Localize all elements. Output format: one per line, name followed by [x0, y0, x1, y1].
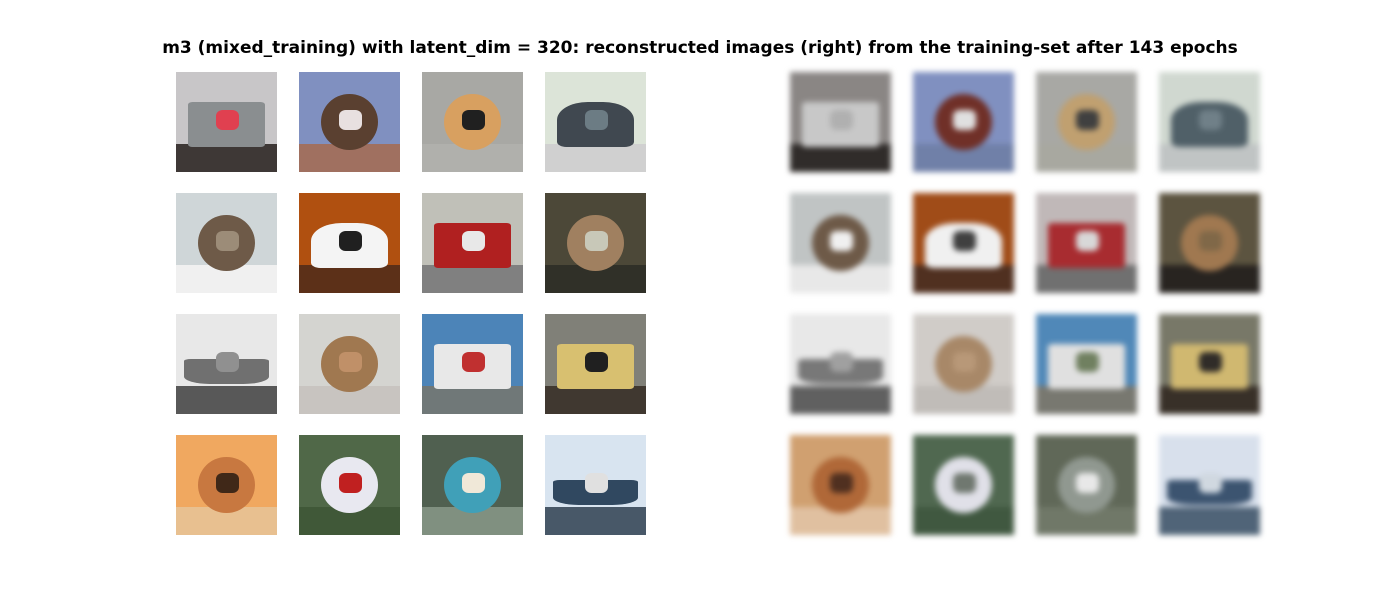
image-detail: [339, 352, 362, 372]
image-detail: [339, 473, 362, 493]
reconstructed-image-bird: [913, 435, 1014, 535]
image-detail: [830, 352, 853, 372]
image-ground: [1159, 144, 1260, 172]
reconstructed-image-cat: [790, 435, 891, 535]
reconstructed-image-truck: [790, 72, 891, 172]
image-detail: [339, 231, 362, 251]
reconstructed-image-bird: [1036, 72, 1137, 172]
original-image-bird: [422, 435, 523, 535]
reconstructed-image-truck: [1159, 314, 1260, 414]
reconstructed-image-cat: [790, 193, 891, 293]
reconstructed-image-bird: [1159, 193, 1260, 293]
image-ground: [1159, 507, 1260, 535]
reconstructed-image-ship: [1159, 435, 1260, 535]
image-ground: [545, 386, 646, 414]
reconstructed-image-bird: [1036, 435, 1137, 535]
image-detail: [585, 352, 608, 372]
original-image-ship: [176, 314, 277, 414]
image-ground: [790, 386, 891, 414]
reconstructed-images-grid: [790, 72, 1260, 535]
original-image-truck: [422, 193, 523, 293]
image-detail: [216, 352, 239, 372]
original-image-truck: [545, 314, 646, 414]
image-ground: [422, 265, 523, 293]
original-images-grid: [176, 72, 646, 535]
image-detail: [585, 231, 608, 251]
reconstructed-image-deer: [913, 72, 1014, 172]
image-ground: [545, 507, 646, 535]
image-ground: [1036, 386, 1137, 414]
image-detail: [830, 231, 853, 251]
reconstructed-image-truck: [1036, 314, 1137, 414]
image-detail: [953, 231, 976, 251]
original-image-bird: [545, 193, 646, 293]
image-ground: [176, 144, 277, 172]
original-image-cat: [176, 193, 277, 293]
image-detail: [462, 473, 485, 493]
image-detail: [462, 231, 485, 251]
image-detail: [1076, 473, 1099, 493]
image-ground: [422, 386, 523, 414]
original-image-bird: [422, 72, 523, 172]
original-image-bird: [299, 435, 400, 535]
image-detail: [830, 110, 853, 130]
image-detail: [1076, 110, 1099, 130]
image-ground: [1159, 386, 1260, 414]
original-image-car: [545, 72, 646, 172]
image-detail: [1076, 352, 1099, 372]
reconstructed-image-car: [913, 193, 1014, 293]
image-ground: [790, 144, 891, 172]
reconstructed-image-ship: [790, 314, 891, 414]
image-detail: [462, 352, 485, 372]
original-image-truck: [176, 72, 277, 172]
reconstructed-image-truck: [1036, 193, 1137, 293]
image-detail: [953, 473, 976, 493]
image-detail: [1199, 231, 1222, 251]
image-ground: [545, 144, 646, 172]
image-detail: [953, 110, 976, 130]
image-detail: [830, 473, 853, 493]
original-image-cat: [176, 435, 277, 535]
original-image-car: [299, 193, 400, 293]
image-ground: [299, 265, 400, 293]
image-ground: [913, 265, 1014, 293]
image-ground: [176, 386, 277, 414]
image-detail: [462, 110, 485, 130]
image-detail: [585, 473, 608, 493]
reconstructed-image-frog: [913, 314, 1014, 414]
image-ground: [1036, 265, 1137, 293]
original-image-deer: [299, 72, 400, 172]
image-detail: [216, 231, 239, 251]
image-detail: [216, 473, 239, 493]
reconstructed-image-car: [1159, 72, 1260, 172]
image-detail: [1199, 110, 1222, 130]
image-detail: [216, 110, 239, 130]
original-image-ship: [545, 435, 646, 535]
figure-title: m3 (mixed_training) with latent_dim = 32…: [162, 38, 1238, 58]
image-detail: [1076, 231, 1099, 251]
image-detail: [339, 110, 362, 130]
original-image-truck: [422, 314, 523, 414]
original-image-frog: [299, 314, 400, 414]
image-detail: [1199, 473, 1222, 493]
image-detail: [1199, 352, 1222, 372]
image-detail: [953, 352, 976, 372]
image-detail: [585, 110, 608, 130]
